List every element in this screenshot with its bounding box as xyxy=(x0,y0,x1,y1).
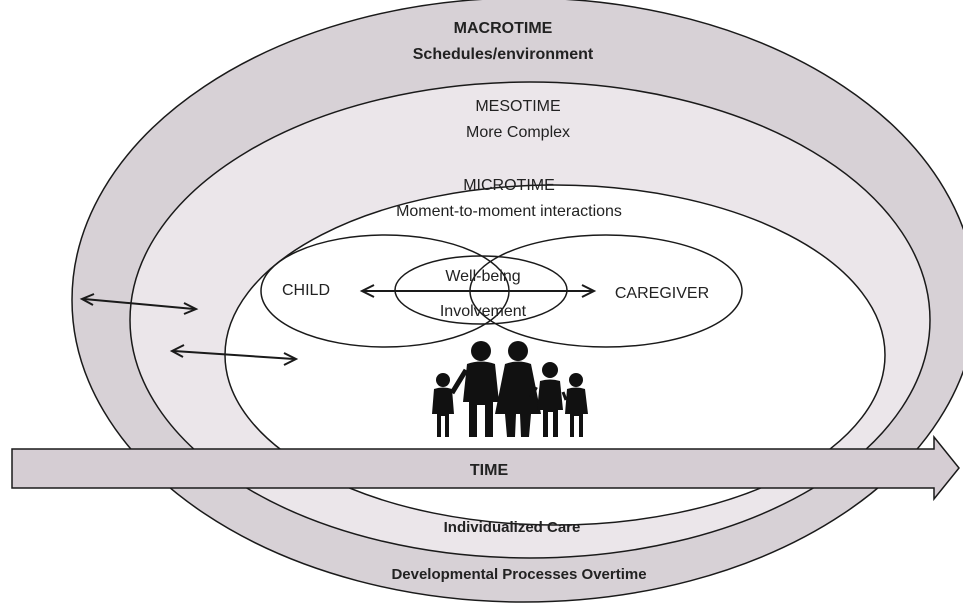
macrotime-title: MACROTIME xyxy=(454,20,553,37)
time-label: TIME xyxy=(470,462,509,479)
caregiver-label: CAREGIVER xyxy=(615,285,709,302)
double-arrow-icon xyxy=(169,344,299,366)
family-icon xyxy=(432,341,588,437)
macrotime-subtitle: Schedules/environment xyxy=(413,46,594,63)
mesotime-subtitle: More Complex xyxy=(466,124,570,141)
developmental-processes-label: Developmental Processes Overtime xyxy=(391,566,646,583)
child-label: CHILD xyxy=(282,282,330,299)
child-caregiver-arrow-icon xyxy=(359,284,597,298)
double-arrow-icon xyxy=(79,293,199,315)
microtime-title: MICROTIME xyxy=(463,177,555,194)
wellbeing-label: Well-being xyxy=(445,268,520,285)
individualized-care-label: Individualized Care xyxy=(444,519,581,536)
time-arrow xyxy=(11,434,960,502)
mesotime-title: MESOTIME xyxy=(475,98,560,115)
microtime-subtitle: Moment-to-moment interactions xyxy=(396,203,622,220)
involvement-label: Involvement xyxy=(440,303,527,320)
